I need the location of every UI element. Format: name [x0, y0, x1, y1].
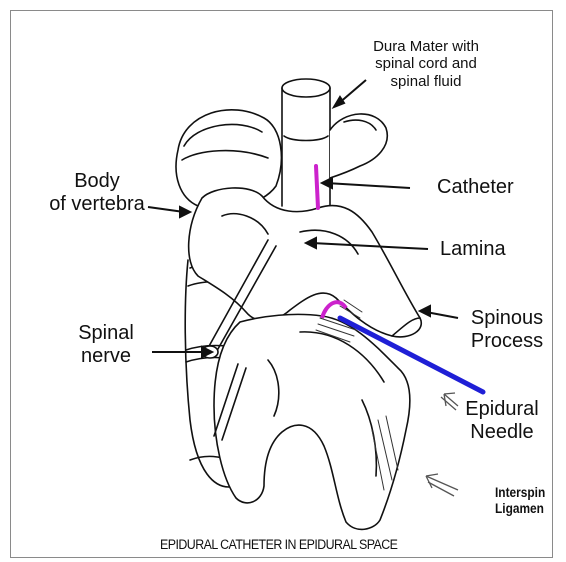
label-body-of-vertebra: Body of vertebra	[42, 170, 152, 216]
label-lamina: Lamina	[440, 238, 506, 261]
catheter-line	[316, 166, 318, 208]
arrow-ligament-outline	[426, 474, 458, 490]
label-needle-line-2: Needle	[455, 421, 549, 444]
figure-caption: EPIDURAL CATHETER IN EPIDURAL SPACE	[160, 537, 397, 553]
label-ligament-line-2: Ligamen	[495, 500, 545, 516]
label-spinous-line-2: Process	[464, 330, 550, 353]
label-needle-line-1: Epidural	[455, 398, 549, 421]
vertebra-lower	[214, 314, 410, 529]
arrow-body	[148, 207, 184, 212]
catheter-tip	[322, 302, 346, 318]
label-ligament-line-1: Interspin	[495, 484, 545, 500]
label-dura-line-3: spinal fluid	[356, 73, 496, 90]
label-body-line-2: of vertebra	[42, 193, 152, 216]
label-nerve-line-1: Spinal	[66, 322, 146, 345]
label-spinous-process: Spinous Process	[464, 307, 550, 353]
label-dura-mater: Dura Mater with spinal cord and spinal f…	[356, 38, 496, 90]
label-nerve-line-2: nerve	[66, 345, 146, 368]
label-body-line-1: Body	[42, 170, 152, 193]
arrow-catheter	[326, 183, 410, 188]
label-spinous-line-1: Spinous	[464, 307, 550, 330]
label-epidural-needle: Epidural Needle	[455, 398, 549, 444]
label-spinal-nerve: Spinal nerve	[66, 322, 146, 368]
label-catheter: Catheter	[437, 176, 514, 199]
label-interspinous-ligament: Interspin Ligamen	[495, 484, 545, 516]
label-dura-line-1: Dura Mater with	[356, 38, 496, 55]
label-dura-line-2: spinal cord and	[356, 55, 496, 72]
